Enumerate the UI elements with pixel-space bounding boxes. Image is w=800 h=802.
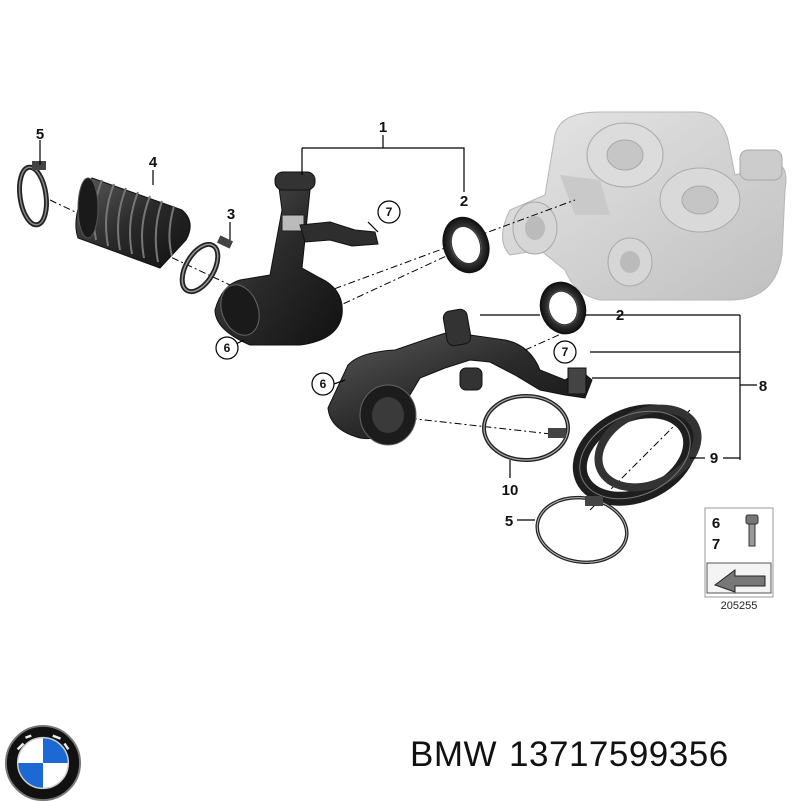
intake-pipe-part-1 [214, 171, 379, 346]
callout-6-lower: 6 [320, 377, 327, 391]
callout-labels: 1 2 2 3 4 5 5 8 9 10 7 7 6 6 [36, 119, 767, 530]
part-number: 13717599356 [509, 735, 729, 774]
brand-name: BMW [410, 735, 498, 774]
callout-2-lower: 2 [616, 307, 624, 324]
callout-2-upper: 2 [460, 193, 468, 210]
callout-4: 4 [149, 154, 158, 171]
callout-8: 8 [759, 378, 767, 395]
sealing-ring-part-2-lower [539, 281, 587, 335]
part-title: BMW 13717599356 [410, 735, 741, 775]
bmw-logo [4, 724, 82, 802]
callout-10: 10 [502, 482, 519, 499]
tightening-arrow-icon [706, 562, 772, 594]
intake-bellows-part-4 [75, 177, 191, 269]
callout-7-lower: 7 [562, 345, 569, 359]
hose-clamp-part-5-lower [535, 495, 629, 565]
callout-3: 3 [227, 206, 235, 223]
hose-clamp-part-10 [482, 394, 570, 462]
intake-pipe-part-8 [327, 308, 593, 446]
callout-9: 9 [710, 450, 718, 467]
callout-5-lower: 5 [505, 513, 513, 530]
fastener-legend: 6 7 205255 [704, 507, 774, 612]
turbocharger-assembly [502, 111, 787, 301]
sealing-ring-part-2-upper [442, 216, 490, 274]
legend-item-7: 7 [712, 536, 720, 553]
hose-clamp-part-3 [179, 235, 234, 295]
diagram-reference-number: 205255 [721, 600, 758, 612]
hose-clamp-part-5 [17, 161, 49, 228]
callout-5-upper: 5 [36, 126, 44, 143]
callout-6-upper: 6 [224, 341, 231, 355]
callout-7-upper: 7 [386, 205, 393, 219]
callout-1: 1 [379, 119, 387, 136]
hose-part-9 [572, 404, 702, 506]
bolt-icon [745, 514, 759, 547]
legend-item-6: 6 [712, 515, 720, 532]
leader-lines [39, 135, 757, 521]
